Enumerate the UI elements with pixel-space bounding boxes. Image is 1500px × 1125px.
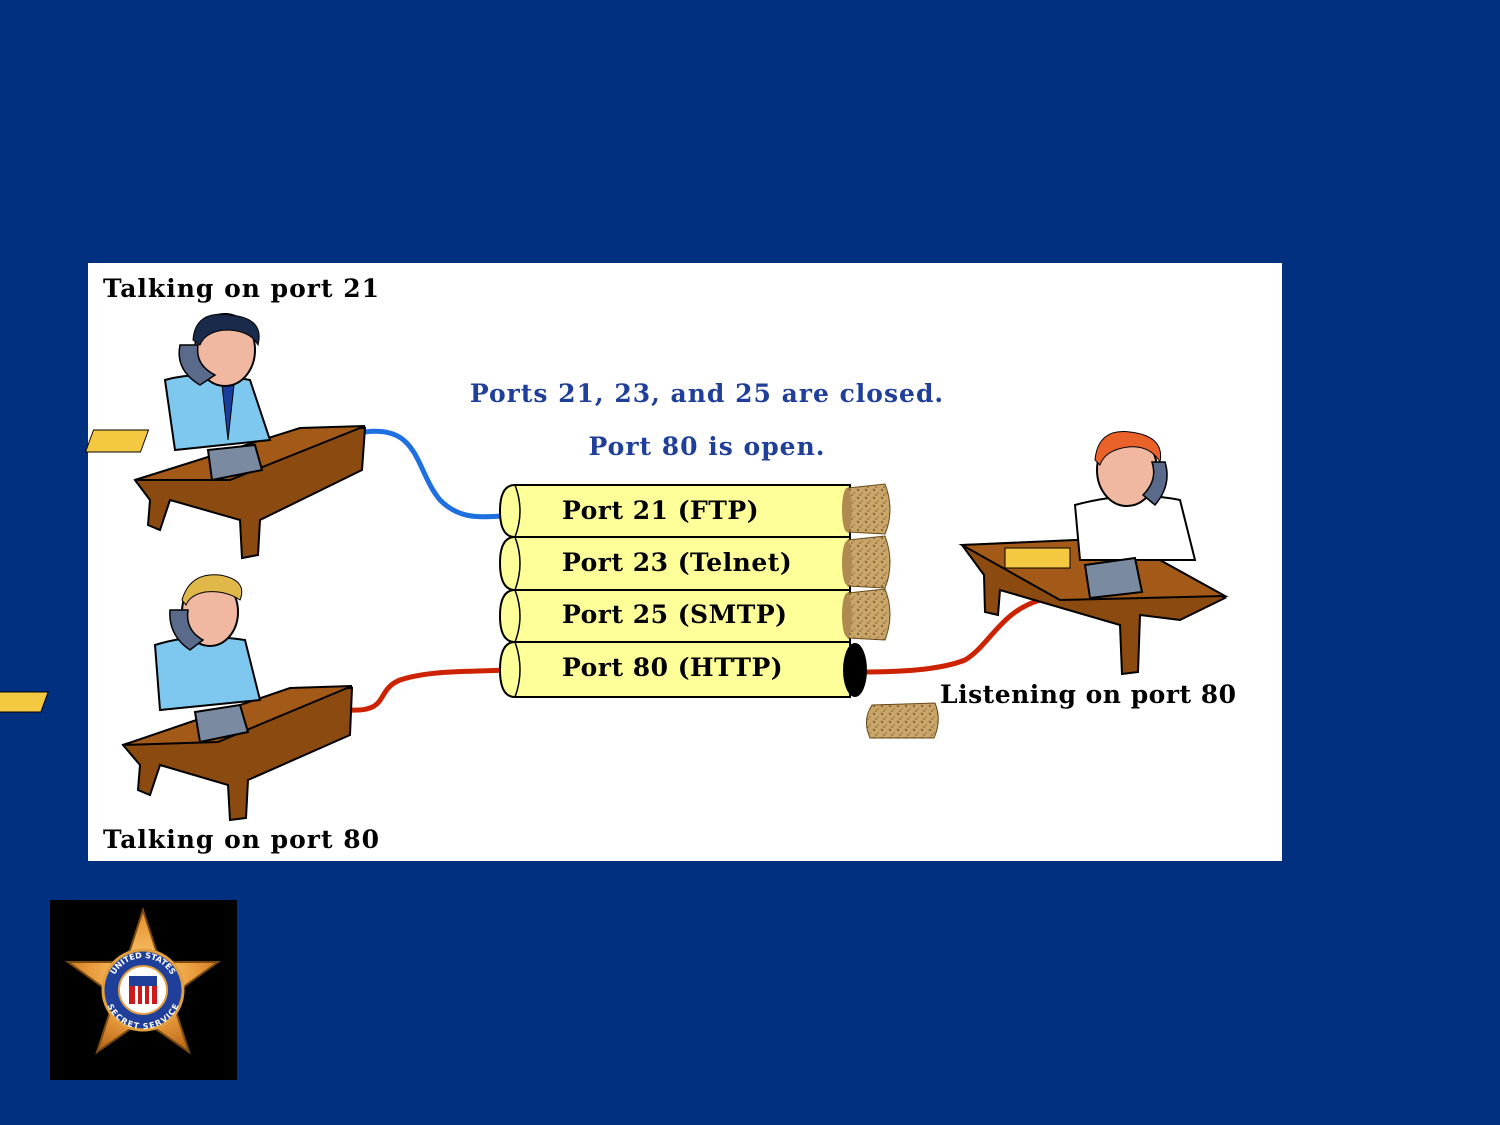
- caption-listening-80: Listening on port 80: [940, 680, 1237, 709]
- cork-port25: [842, 588, 891, 641]
- port-label-25: Port 25 (SMTP): [562, 600, 788, 629]
- cork-port21: [842, 483, 891, 535]
- port-pipe-group: Port 21 (FTP) Port 23 (Telnet) Port 25 (…: [498, 484, 867, 698]
- caption-talking-21: Talking on port 21: [103, 274, 380, 303]
- port-label-80: Port 80 (HTTP): [562, 653, 783, 682]
- cork-port23: [842, 535, 891, 589]
- headline-closed: Ports 21, 23, and 25 are closed.: [470, 379, 944, 408]
- port-pipe-21: Port 21 (FTP): [498, 484, 851, 538]
- port-label-21: Port 21 (FTP): [562, 496, 759, 525]
- cork-removed-port80: [866, 702, 939, 739]
- port-pipe-80: Port 80 (HTTP): [498, 641, 867, 698]
- person-talking-80-illustration: [0, 574, 354, 822]
- port-80-opening: [843, 643, 867, 697]
- port-pipe-25: Port 25 (SMTP): [498, 589, 851, 643]
- wire-port21: [364, 428, 506, 520]
- caption-talking-80: Talking on port 80: [103, 825, 380, 854]
- port-pipe-23: Port 23 (Telnet): [498, 536, 851, 591]
- person-listening-80-illustration: [958, 431, 1229, 676]
- person-talking-21-illustration: [84, 313, 367, 560]
- headline-open: Port 80 is open.: [589, 432, 826, 461]
- wire-port80-left: [349, 667, 506, 713]
- secret-service-logo: UNITED STATES SECRET SERVICE: [50, 900, 237, 1080]
- port-label-23: Port 23 (Telnet): [562, 548, 792, 577]
